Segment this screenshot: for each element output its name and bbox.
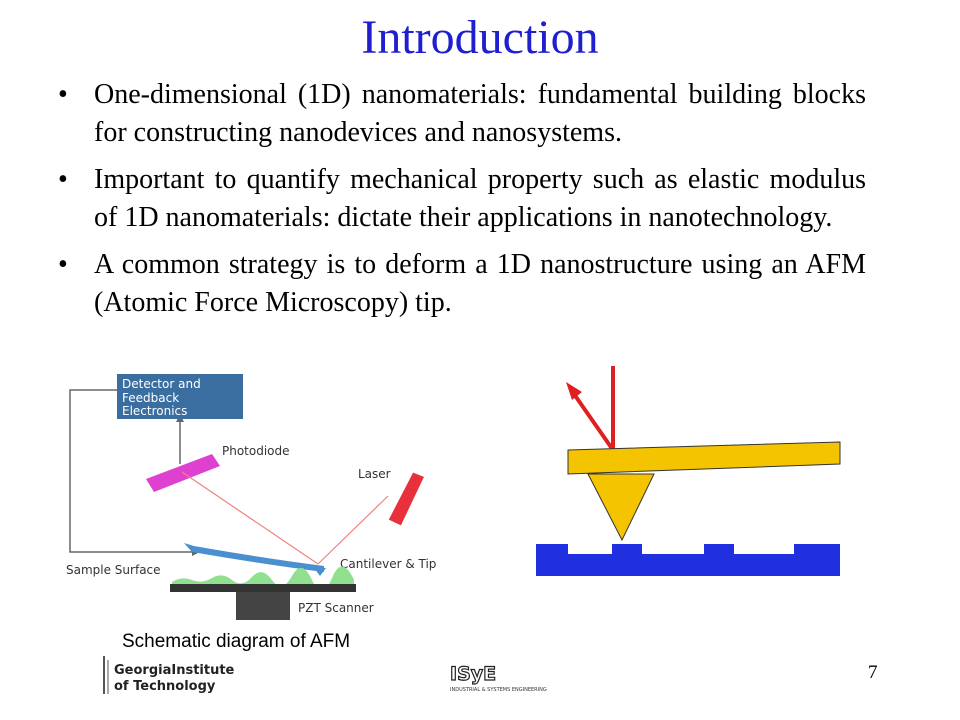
sample-stage <box>170 584 356 592</box>
page-number: 7 <box>868 662 878 683</box>
patterned-substrate <box>536 544 840 576</box>
logo-text-line2: of Technology <box>114 679 216 694</box>
detector-label: Electronics <box>122 404 187 418</box>
afm-schematic: Detector and Feedback Electronics Photod… <box>66 374 436 620</box>
reflected-beam <box>572 392 615 452</box>
tip-closeup-diagram <box>536 366 841 576</box>
photodiode-label: Photodiode <box>222 444 290 458</box>
logo-text-line1: GeorgiaInstitute <box>114 663 235 678</box>
reflected-beam <box>181 471 319 565</box>
feedback-loop-line <box>69 389 192 553</box>
bullet-item: Important to quantify mechanical propert… <box>58 161 866 237</box>
pzt-scanner <box>236 592 290 620</box>
detector-label: Detector and <box>122 377 201 391</box>
sample-surface-label: Sample Surface <box>66 563 161 577</box>
cantilever-label: Cantilever & Tip <box>340 557 436 571</box>
bullet-list: One-dimensional (1D) nanomaterials: fund… <box>58 76 866 331</box>
bullet-item: One-dimensional (1D) nanomaterials: fund… <box>58 76 866 152</box>
laser-beam <box>317 495 389 565</box>
georgia-tech-logo: GeorgiaInstitute of Technology <box>103 656 235 694</box>
detector-box <box>117 374 243 419</box>
afm-tip <box>587 473 655 542</box>
cantilever-tip <box>314 568 326 576</box>
laser-label: Laser <box>358 467 391 481</box>
bullet-item: A common strategy is to deform a 1D nano… <box>58 246 866 322</box>
figure-caption: Schematic diagram of AFM <box>122 631 351 652</box>
cantilever <box>184 543 324 572</box>
sample-surface <box>172 566 354 591</box>
detector-label: Feedback <box>122 391 179 405</box>
laser <box>388 472 424 526</box>
isye-logo: ISyE INDUSTRIAL & SYSTEMS ENGINEERING <box>449 662 547 693</box>
scanner-label: PZT Scanner <box>298 601 374 615</box>
isye-mark: ISyE <box>450 663 496 685</box>
slide-title: Introduction <box>361 11 599 64</box>
cantilever-beam <box>567 441 841 475</box>
isye-subtitle: INDUSTRIAL & SYSTEMS ENGINEERING <box>450 687 547 693</box>
reflected-beam-arrowhead <box>566 382 582 400</box>
